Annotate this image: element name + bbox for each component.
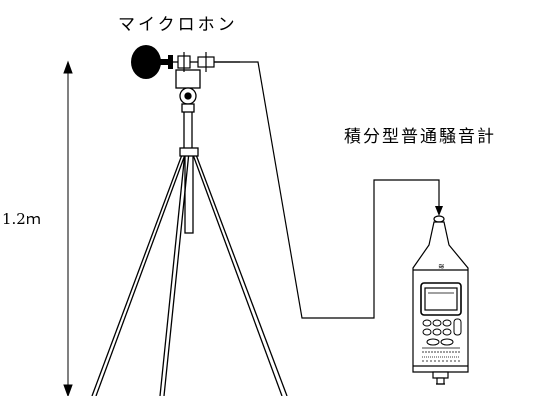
svg-text:≋: ≋ — [438, 262, 445, 271]
sound-level-meter-icon: ≋ — [412, 215, 469, 385]
microphone-label: マイクロホン — [118, 15, 238, 35]
cable-arrowhead — [435, 206, 443, 216]
tripod-icon — [91, 69, 288, 397]
sound-level-meter-label: 積分型普通騒音計 — [344, 127, 496, 147]
height-dimension-arrow — [63, 60, 73, 398]
height-label: 1.2ｍ — [2, 210, 41, 228]
microphone-cable — [214, 61, 440, 319]
